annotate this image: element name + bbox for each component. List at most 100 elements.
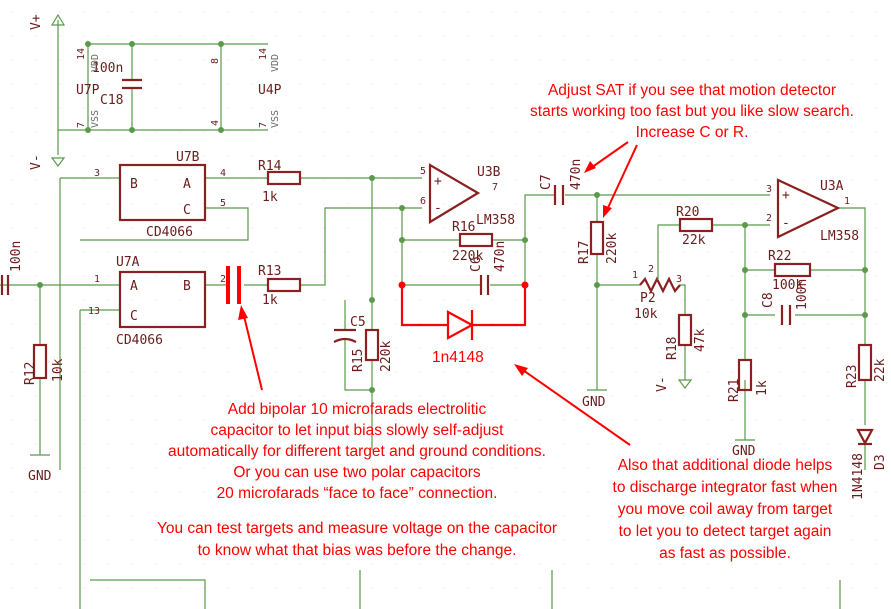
cap-note: Add bipolar 10 microfarads electrolitic … [157, 401, 557, 559]
u7b-pin3: 3 [94, 168, 100, 179]
r17-ref: R17 [577, 241, 592, 264]
added-diode-label: 1n4148 [432, 349, 484, 366]
r14-ref: R14 [258, 159, 282, 174]
u3a-pin2: 2 [766, 213, 772, 224]
u7a-pin1: 1 [94, 274, 100, 285]
r17-value: 220k [605, 233, 620, 264]
c8-capacitor: C8 100n [761, 279, 810, 325]
vminus-label: V- [29, 154, 44, 170]
r16-resistor: R16 220k [452, 220, 494, 264]
u3b-pin5: 5 [420, 166, 426, 177]
u7a-ref: U7A [116, 255, 140, 270]
r21-resistor: R21 1k GND [727, 358, 770, 459]
c5-ref: C5 [350, 315, 366, 330]
u4p-pin8: 8 [210, 58, 221, 64]
u7a-pin-c: C [130, 309, 138, 324]
r23-resistor: R23 22k [845, 343, 888, 388]
p2-value: 10k [634, 307, 658, 322]
cap-note-line5: 20 microfarads “face to face” connection… [217, 485, 498, 502]
c7-capacitor: C7 470n [539, 159, 584, 205]
r23-ref: R23 [845, 365, 860, 388]
u7p-pin7: 7 [76, 122, 87, 128]
u7a-pin13: 13 [88, 306, 100, 317]
u3b-pin6: 6 [420, 196, 426, 207]
u3b-part: LM358 [476, 213, 515, 228]
r21-ref: R21 [727, 379, 742, 402]
r21-value: 1k [755, 380, 770, 396]
u3a-pin3: 3 [766, 184, 772, 195]
r20-resistor: R20 22k [676, 205, 714, 248]
u7b-ref: U7B [176, 150, 200, 165]
r22-ref: R22 [768, 249, 791, 264]
r18-vminus-icon [677, 379, 693, 389]
u3b-plus: + [434, 174, 442, 189]
u3a-pin1: 1 [844, 196, 850, 207]
u4p-pin4: 4 [210, 120, 221, 126]
r12-value: 10k [51, 358, 66, 382]
r16-value: 220k [452, 249, 483, 264]
c6-value: 470n [493, 241, 508, 272]
u3a-minus: - [782, 216, 790, 231]
c18-ref: C18 [100, 93, 123, 108]
cap-note-line4: Or you can use two polar capacitors [233, 464, 481, 481]
c7-ref: C7 [539, 174, 554, 190]
r15-resistor: R15 220k [351, 328, 394, 372]
u3b-pin7: 7 [492, 182, 498, 193]
sat-note-line3: Increase C or R. [636, 124, 749, 141]
u3a-ref: U3A [820, 179, 844, 194]
u4p-ref: U4P [258, 83, 282, 98]
c7-value: 470n [569, 159, 584, 190]
r14-resistor: R14 1k [258, 159, 302, 205]
u4p-vss: VSS [270, 110, 281, 128]
u3b-minus: - [434, 201, 442, 216]
r15-value: 220k [379, 341, 394, 372]
r18-ref: R18 [665, 337, 680, 360]
junctions [37, 41, 868, 393]
r13-value: 1k [262, 293, 278, 308]
p2-potentiometer: P2 10k 1 2 3 [632, 264, 682, 322]
u3a-opamp: U3A LM358 + - 1 2 3 [766, 178, 859, 244]
u7b-pin-a: A [183, 177, 191, 192]
added-bipolar-capacitor [226, 266, 241, 304]
cap-note-line7: to know what that bias was before the ch… [198, 542, 517, 559]
u4p-pin14: 14 [258, 48, 269, 60]
u4p-pin7: 7 [258, 122, 269, 128]
added-diode: 1n4148 [398, 281, 529, 366]
u3b-opamp: U3B LM358 + - 5 6 7 [420, 163, 515, 228]
u7b-switch: U7B B A C CD4066 3 4 5 [94, 150, 226, 240]
c8-value: 100n [795, 279, 810, 310]
cap-note-line3: automatically for different target and g… [168, 443, 546, 460]
diode-note-line5: as fast as possible. [659, 545, 791, 562]
p2-pin3: 3 [676, 274, 682, 285]
u3b-ref: U3B [477, 165, 501, 180]
r12-resistor: R12 10k GND [23, 343, 66, 484]
u7a-part: CD4066 [116, 333, 163, 348]
u7b-pin5: 5 [220, 198, 226, 209]
u7a-pin2: 2 [220, 274, 226, 285]
cap-note-line2: capacitor to let input bias slowly self-… [211, 422, 505, 439]
d3-diode: D3 1N4148 [851, 428, 888, 500]
r18-vminus: V- [655, 376, 670, 392]
u7b-pin-c: C [183, 203, 191, 218]
u4p-vdd: VDD [270, 54, 281, 72]
vplus-arrow-icon [50, 13, 66, 26]
c8-ref: C8 [761, 292, 776, 308]
c5-capacitor: C5 [333, 315, 366, 343]
c6-capacitor: C6 470n [469, 241, 508, 295]
diode-note: Also that additional diode helps to disc… [613, 457, 838, 562]
r21-gnd: GND [732, 444, 756, 459]
sat-note-line2: starts working too fast but you like slo… [530, 103, 854, 120]
input-capacitor: 100n [0, 241, 24, 295]
diode-note-line3: you move coil away from target [618, 501, 833, 518]
u7b-pin-b: B [130, 177, 138, 192]
cin-value: 100n [9, 241, 24, 272]
r12-ref: R12 [23, 362, 38, 385]
cap-note-line1: Add bipolar 10 microfarads electrolitic [228, 401, 487, 418]
r18-resistor: R18 47k V- [655, 313, 708, 392]
u7p-ref: U7P [76, 83, 100, 98]
r22-resistor: R22 100k [768, 249, 812, 293]
sat-note-line1: Adjust SAT if you see that motion detect… [548, 82, 836, 99]
diode-note-line2: to discharge integrator fast when [613, 479, 838, 496]
